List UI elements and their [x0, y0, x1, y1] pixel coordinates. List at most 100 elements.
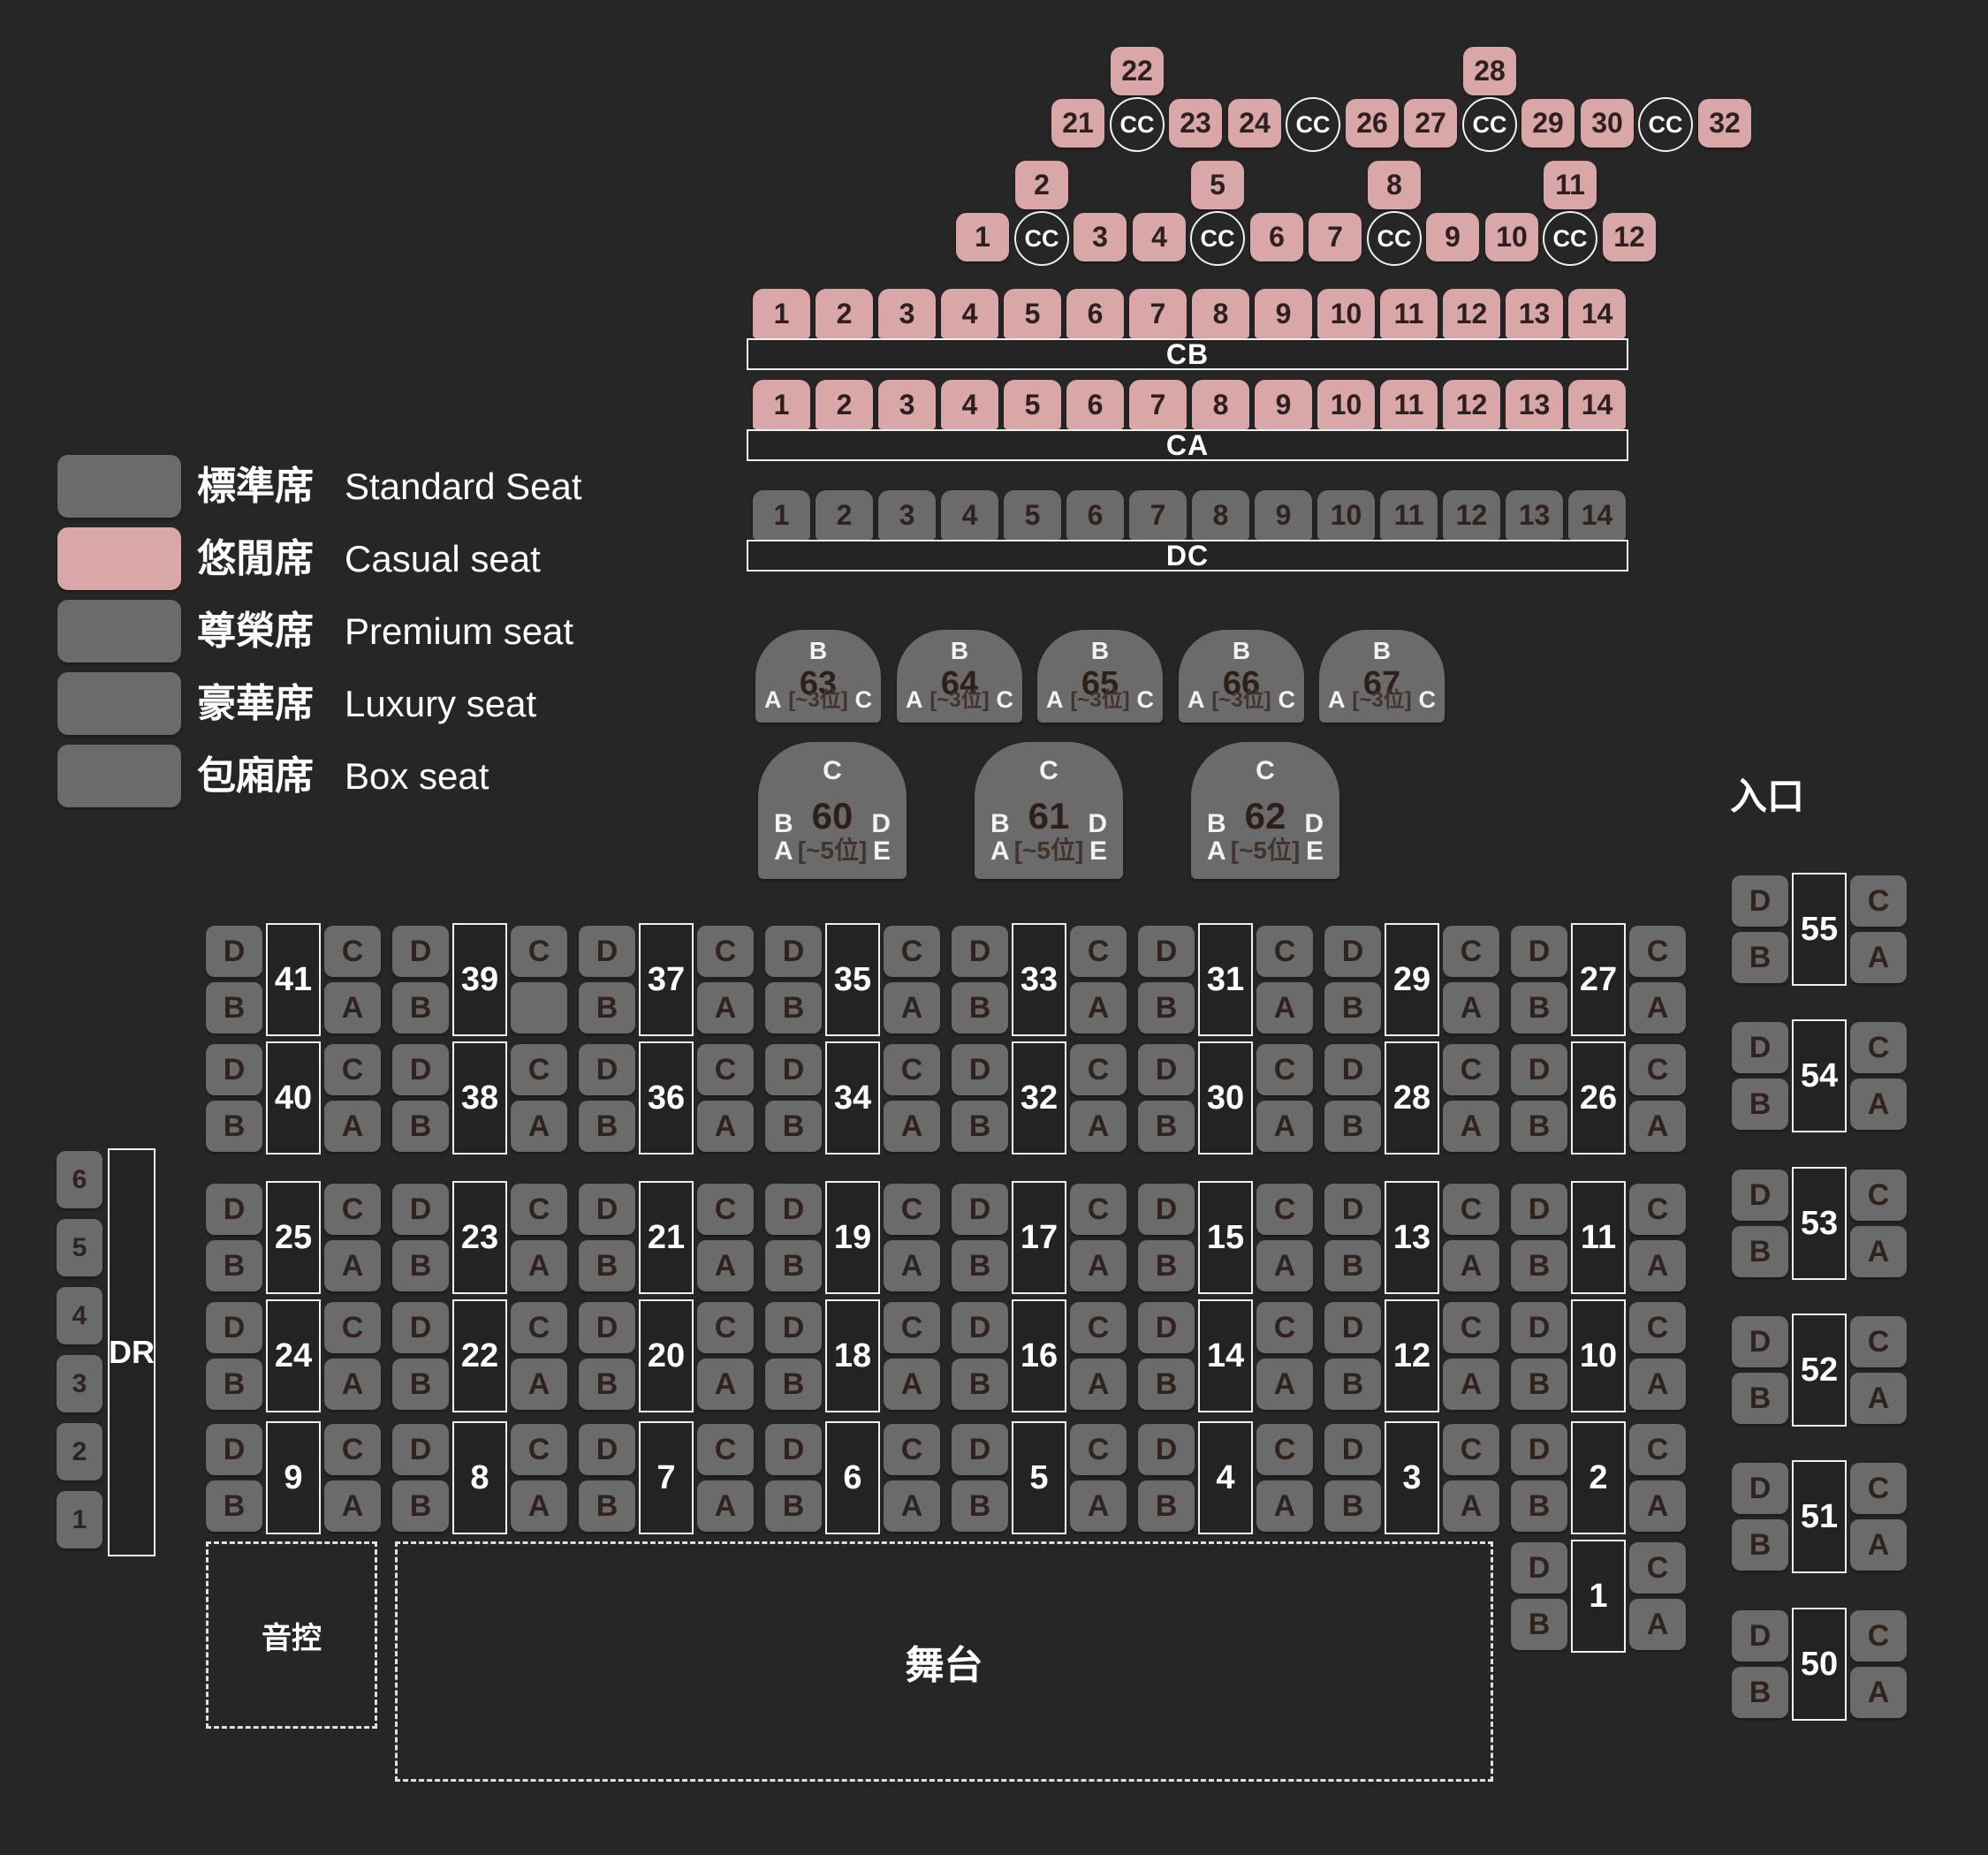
seat-d[interactable]: D: [1511, 1302, 1567, 1353]
seat-d[interactable]: D: [765, 1184, 822, 1235]
row-seat[interactable]: 14: [1568, 289, 1626, 338]
seat-d[interactable]: D: [392, 1302, 449, 1353]
seat-d[interactable]: D: [392, 926, 449, 977]
seat-b[interactable]: B: [952, 1101, 1008, 1152]
seat-c[interactable]: C: [1850, 1610, 1907, 1662]
seat-c[interactable]: C: [1629, 1184, 1686, 1235]
seat-c[interactable]: C: [1070, 1184, 1127, 1235]
row-seat[interactable]: 12: [1443, 289, 1500, 338]
row-seat[interactable]: 3: [878, 490, 936, 540]
seat-d[interactable]: D: [206, 1302, 262, 1353]
row-seat[interactable]: 5: [1004, 490, 1061, 540]
seat-c[interactable]: C: [1850, 1170, 1907, 1221]
seat-d[interactable]: D: [1511, 1542, 1567, 1594]
row-seat[interactable]: 4: [941, 289, 998, 338]
seat-c[interactable]: C: [884, 1044, 940, 1095]
seat-b[interactable]: B: [1324, 1480, 1381, 1532]
seat-c[interactable]: C: [1443, 1302, 1499, 1353]
seat-b[interactable]: B: [1732, 1519, 1788, 1571]
casual-seat[interactable]: 32: [1698, 99, 1751, 148]
seat-b[interactable]: B: [392, 982, 449, 1034]
seat-d[interactable]: D: [765, 1302, 822, 1353]
seat-b[interactable]: B: [952, 1480, 1008, 1532]
dr-row-seat[interactable]: 2: [57, 1423, 102, 1480]
seat-d[interactable]: D: [1324, 926, 1381, 977]
seat-c[interactable]: C: [1256, 1424, 1313, 1475]
seat-d[interactable]: D: [206, 1424, 262, 1475]
seat-b[interactable]: B: [1732, 932, 1788, 983]
seat-b[interactable]: B: [206, 1359, 262, 1410]
seat-c[interactable]: C: [1850, 875, 1907, 927]
seat-c[interactable]: C: [697, 1184, 754, 1235]
row-seat[interactable]: 9: [1255, 289, 1312, 338]
seat-c[interactable]: C: [1850, 1022, 1907, 1073]
seat-a[interactable]: A: [1629, 1240, 1686, 1291]
seat-c[interactable]: C: [324, 1184, 381, 1235]
seat-d[interactable]: D: [1324, 1424, 1381, 1475]
seat-d[interactable]: D: [765, 1424, 822, 1475]
seat-d[interactable]: D: [1324, 1044, 1381, 1095]
row-seat[interactable]: 6: [1066, 380, 1124, 429]
seat-d[interactable]: D: [1732, 875, 1788, 927]
seat-c[interactable]: C: [884, 1424, 940, 1475]
seat-b[interactable]: B: [206, 1480, 262, 1532]
seat-a[interactable]: A: [1850, 932, 1907, 983]
seat-a[interactable]: A: [884, 982, 940, 1034]
seat-d[interactable]: D: [1732, 1463, 1788, 1514]
seat-b[interactable]: B: [1732, 1667, 1788, 1718]
seat-d[interactable]: D: [1732, 1170, 1788, 1221]
seat-a[interactable]: A: [324, 1480, 381, 1532]
row-seat[interactable]: 2: [816, 289, 873, 338]
cc-seat[interactable]: CC: [1286, 97, 1340, 152]
seat-d[interactable]: D: [1732, 1316, 1788, 1367]
seat-a[interactable]: A: [511, 1101, 567, 1152]
seat-d[interactable]: D: [579, 1302, 635, 1353]
seat-d[interactable]: D: [1511, 1044, 1567, 1095]
seat-d[interactable]: D: [579, 1184, 635, 1235]
casual-seat[interactable]: 24: [1228, 99, 1281, 148]
seat-d[interactable]: D: [952, 1302, 1008, 1353]
casual-seat[interactable]: 23: [1169, 99, 1222, 148]
seat-b[interactable]: B: [1324, 1101, 1381, 1152]
row-seat[interactable]: 1: [753, 490, 810, 540]
row-seat[interactable]: 12: [1443, 490, 1500, 540]
seat-c[interactable]: C: [884, 1302, 940, 1353]
seat-c[interactable]: C: [1443, 1424, 1499, 1475]
seat-a[interactable]: A: [1256, 982, 1313, 1034]
row-seat[interactable]: 2: [816, 490, 873, 540]
seat-a[interactable]: A: [697, 1240, 754, 1291]
seat-d[interactable]: D: [1324, 1302, 1381, 1353]
seat-a[interactable]: A: [1070, 1480, 1127, 1532]
row-seat[interactable]: 7: [1129, 289, 1187, 338]
seat-c[interactable]: C: [1629, 1302, 1686, 1353]
seat-b[interactable]: B: [1511, 1599, 1567, 1650]
seat-c[interactable]: C: [511, 1302, 567, 1353]
row-seat[interactable]: 8: [1192, 289, 1249, 338]
seat-c[interactable]: C: [1850, 1463, 1907, 1514]
dr-row-seat[interactable]: 4: [57, 1287, 102, 1344]
seat-d[interactable]: D: [765, 1044, 822, 1095]
seat-a[interactable]: A: [324, 1101, 381, 1152]
seat-a[interactable]: A: [511, 1240, 567, 1291]
seat-b[interactable]: B: [765, 982, 822, 1034]
seat-c[interactable]: C: [1629, 926, 1686, 977]
seat-b[interactable]: B: [765, 1480, 822, 1532]
seat-a[interactable]: A: [511, 1480, 567, 1532]
seat-a[interactable]: A: [1850, 1373, 1907, 1424]
row-seat[interactable]: 13: [1506, 490, 1563, 540]
dr-row-seat[interactable]: 6: [57, 1151, 102, 1208]
row-seat[interactable]: 11: [1380, 289, 1438, 338]
row-seat[interactable]: 8: [1192, 490, 1249, 540]
seat-b[interactable]: B: [392, 1101, 449, 1152]
row-seat[interactable]: 4: [941, 380, 998, 429]
seat-c[interactable]: C: [697, 1302, 754, 1353]
seat-d[interactable]: D: [392, 1044, 449, 1095]
seat-a[interactable]: A: [1629, 1599, 1686, 1650]
seat-d[interactable]: D: [765, 926, 822, 977]
seat-b[interactable]: B: [1324, 982, 1381, 1034]
seat-b[interactable]: B: [1138, 1101, 1195, 1152]
seat-c[interactable]: C: [511, 926, 567, 977]
